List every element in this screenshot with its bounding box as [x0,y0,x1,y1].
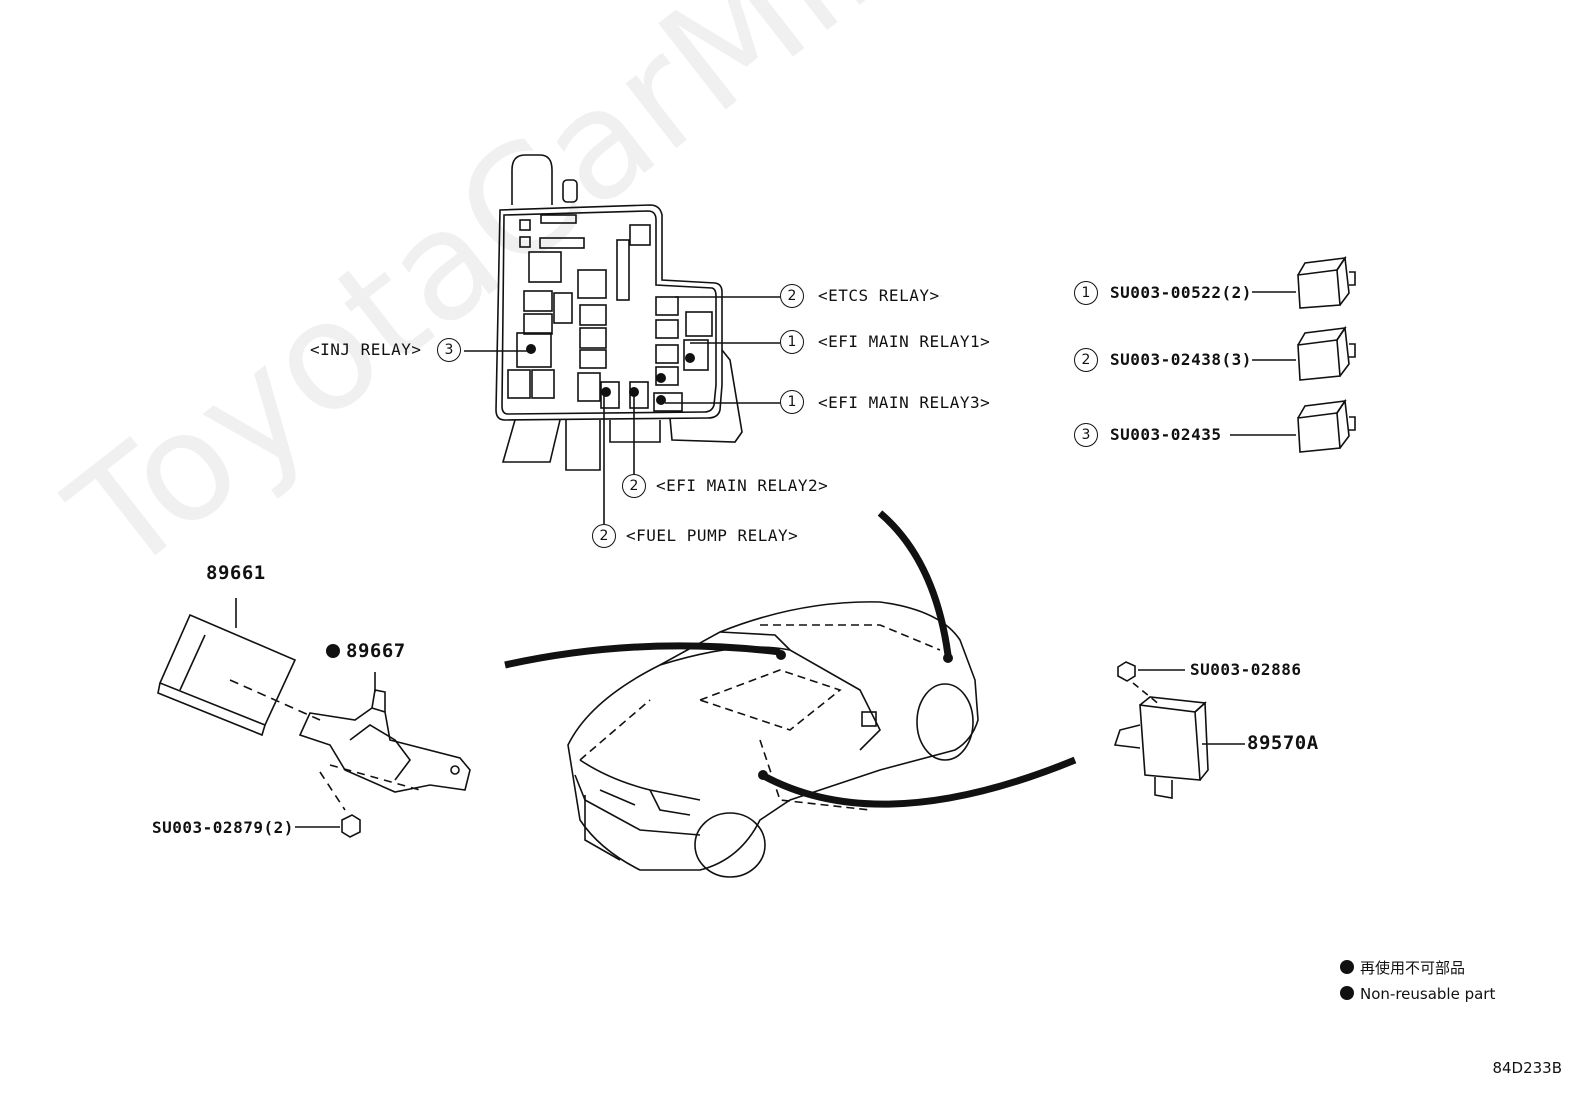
relay-illustration-3 [1297,398,1356,453]
part-89667-label: 89667 [326,641,406,661]
etcs-relay-label: <ETCS RELAY> [818,286,940,305]
efi-main-relay3-label: <EFI MAIN RELAY3> [818,393,991,412]
nut-right-illustration [1117,661,1185,682]
non-reusable-dot-icon [326,644,340,658]
relay-1-number: 1 [1074,281,1098,305]
part-89661-label: 89661 [206,562,266,584]
nut-left-part: SU003-02879(2) [152,818,294,837]
relay-illustration-1 [1297,255,1356,309]
module-89661-illustration [157,598,297,737]
callout-number-inj: 3 [437,338,461,362]
legend-dot-icon [1340,960,1354,974]
callout-number-efi1: 1 [780,330,804,354]
leader-strokes [504,510,1077,808]
bracket-89667-illustration [298,672,471,793]
legend-text-jp: 再使用不可部品 [1360,959,1466,977]
nut-left-illustration [295,814,361,838]
efi-main-relay2-label: <EFI MAIN RELAY2> [656,476,829,495]
legend-text-en: Non-reusable part [1360,985,1496,1003]
relay-3-part: SU003-02435 [1110,425,1222,444]
diagram-code: 84D233B [1492,1059,1562,1077]
relay-2-number: 2 [1074,348,1098,372]
part-89667-number: 89667 [346,640,406,662]
relay-illustration-2 [1297,325,1356,381]
module-89570a-illustration [1113,696,1245,799]
relay-2-part: SU003-02438(3) [1110,350,1252,369]
part-89570a-label: 89570A [1247,732,1319,754]
efi-main-relay1-label: <EFI MAIN RELAY1> [818,332,991,351]
legend-dot-icon [1340,986,1354,1000]
car-illustration [567,601,979,878]
relay-1-part: SU003-00522(2) [1110,283,1252,302]
callout-number-fuel: 2 [592,524,616,548]
legend-line-jp: 再使用不可部品 [1340,958,1465,978]
callout-number-efi3: 1 [780,390,804,414]
relay-3-number: 3 [1074,423,1098,447]
fuel-pump-relay-label: <FUEL PUMP RELAY> [626,526,799,545]
callout-number-etcs: 2 [780,284,804,308]
legend-line-en: Non-reusable part [1340,984,1495,1004]
nut-right-part: SU003-02886 [1190,660,1302,679]
callout-number-efi2: 2 [622,474,646,498]
relay-box-illustration [495,154,743,471]
inj-relay-label: <INJ RELAY> [310,340,422,359]
